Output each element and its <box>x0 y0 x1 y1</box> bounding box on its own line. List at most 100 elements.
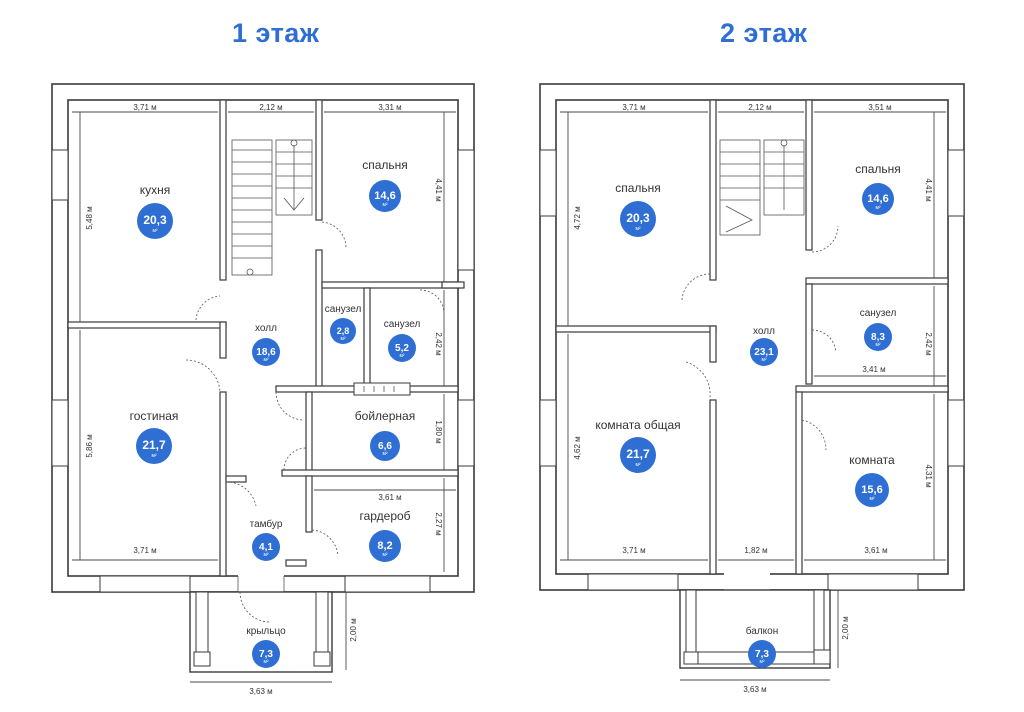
dim-1-bedroom-width: 3,31 м <box>378 103 401 112</box>
dim-1-kitchen-width: 3,71 м <box>133 103 156 112</box>
room-1-wc-badge <box>330 318 356 344</box>
room-1-bedroom-badge <box>369 180 401 212</box>
dim-2-bedroom-width: 3,71 м <box>622 103 645 112</box>
floor-1-plan: 3,71 м 2,12 м 3,31 м 5,48 м 4,41 м 2,42 … <box>51 83 475 696</box>
room-1-boiler-name: бойлерная <box>355 409 415 423</box>
room-1-bedroom-name: спальня <box>362 158 408 172</box>
room-1-wardrobe-unit: м² <box>382 552 387 558</box>
room-1-boiler-area: 6,6 <box>378 441 392 452</box>
floor-2-plan: 3,71 м 2,12 м 3,51 м 4,72 м 4,41 м 2,42 … <box>539 83 965 694</box>
room-2-bedroom2-unit: м² <box>875 205 880 211</box>
stairs-floor-1 <box>231 139 313 276</box>
dim-1-boiler-height: 1,80 м <box>434 420 443 443</box>
room-2-bedroom2-area: 14,6 <box>867 193 888 205</box>
room-1-vestibule-unit: м² <box>263 552 268 558</box>
room-1-hall-area: 18,6 <box>256 347 276 358</box>
room-1-kitchen-name: кухня <box>140 183 171 197</box>
room-1-porch-name: крыльцо <box>246 626 286 637</box>
room-2-bedroom-area: 20,3 <box>626 211 650 225</box>
room-1-wc-unit: м² <box>340 336 345 342</box>
room-2-balcony-name: балкон <box>746 625 778 637</box>
room-1-wc-name: санузел <box>325 304 362 315</box>
room-2-bath-name: санузел <box>860 308 897 319</box>
dim-1-bath-height: 2,42 м <box>434 332 443 355</box>
room-1-porch-unit: м² <box>263 659 268 665</box>
dim-2-balcony-width: 3,63 м <box>743 685 766 694</box>
room-2-bedroom-badge <box>620 201 656 237</box>
room-1-living-unit: м² <box>151 453 156 459</box>
dim-2-stairs-width: 2,12 м <box>748 103 771 112</box>
dim-2-balcony-depth: 2,00 м <box>841 616 850 639</box>
room-1-wardrobe-area: 8,2 <box>377 540 392 552</box>
dim-2-bath-width: 3,41 м <box>862 365 885 374</box>
room-1-kitchen-unit: м² <box>152 228 157 234</box>
room-1-hall-unit: м² <box>263 357 268 363</box>
room-2-hall-area: 23,1 <box>754 347 774 358</box>
room-1-kitchen-area: 20,3 <box>143 213 167 227</box>
dim-2-bedroom-height: 4,72 м <box>573 206 582 229</box>
dim-1-stairs-width: 2,12 м <box>259 103 282 112</box>
room-2-common-badge <box>620 437 656 473</box>
room-1-wc-area: 2,8 <box>337 326 350 336</box>
stairs-floor-2 <box>719 139 805 236</box>
dim-1-wardrobe-height: 2,27 м <box>434 512 443 535</box>
room-2-room-name: комната <box>849 453 895 467</box>
dim-2-bedroom2-height: 4,41 м <box>924 178 933 201</box>
dim-1-living-width: 3,71 м <box>133 546 156 555</box>
dim-2-common-height: 4,62 м <box>573 436 582 459</box>
room-1-boiler-unit: м² <box>382 451 387 457</box>
room-1-bath-area: 5,2 <box>395 343 409 354</box>
room-1-boiler-badge <box>370 431 400 461</box>
room-1-vestibule-name: тамбур <box>250 518 283 530</box>
room-2-hall-unit: м² <box>761 357 766 363</box>
room-1-porch-area: 7,3 <box>259 649 273 660</box>
room-2-hall-badge <box>750 338 778 366</box>
room-1-hall-name: холл <box>255 323 277 334</box>
dim-2-bath-height: 2,42 м <box>924 332 933 355</box>
room-1-living-area: 21,7 <box>142 438 166 452</box>
dim-2-hall-width: 1,82 м <box>744 546 767 555</box>
room-1-bath-unit: м² <box>399 353 404 359</box>
room-1-wardrobe-name: гардероб <box>359 509 410 523</box>
floor-1-title: 1 этаж <box>232 18 320 48</box>
dim-1-living-height: 5,86 м <box>85 434 94 457</box>
room-2-balcony-area: 7,3 <box>755 649 769 660</box>
room-1-kitchen-badge <box>137 203 173 239</box>
dim-2-common-width: 3,71 м <box>622 546 645 555</box>
room-1-wardrobe-badge <box>369 530 401 562</box>
room-2-bath-badge <box>864 323 892 351</box>
room-2-room-area: 15,6 <box>861 484 882 496</box>
room-1-bedroom-area: 14,6 <box>374 190 395 202</box>
room-1-porch-badge <box>252 640 280 668</box>
dim-2-bedroom2-width: 3,51 м <box>868 103 891 112</box>
room-2-common-area: 21,7 <box>626 447 650 461</box>
room-2-bedroom2-badge <box>862 183 894 215</box>
dim-1-bedroom-height: 4,41 м <box>434 178 443 201</box>
dim-2-room-height: 4,31 м <box>924 464 933 487</box>
room-2-balcony-unit: м² <box>759 659 764 665</box>
room-1-hall-badge <box>252 338 280 366</box>
dim-1-wardrobe-width: 3,61 м <box>378 493 401 502</box>
dim-1-porch-width: 3,63 м <box>249 687 272 696</box>
room-2-common-name: комната общая <box>595 418 680 432</box>
room-2-hall-name: холл <box>753 326 775 337</box>
room-1-living-name: гостиная <box>130 409 179 423</box>
floor-2-title: 2 этаж <box>720 18 808 48</box>
dim-1-kitchen-height: 5,48 м <box>85 206 94 229</box>
room-2-bedroom-unit: м² <box>635 226 640 232</box>
dim-2-room-width: 3,61 м <box>864 546 887 555</box>
room-1-vestibule-badge <box>252 533 280 561</box>
room-1-bedroom-unit: м² <box>382 202 387 208</box>
dim-1-porch-depth: 2,00 м <box>349 618 358 641</box>
room-2-room-unit: м² <box>869 496 874 502</box>
room-1-vestibule-area: 4,1 <box>259 542 273 553</box>
room-2-room-badge <box>855 473 889 507</box>
room-2-common-unit: м² <box>635 462 640 468</box>
room-2-balcony-badge <box>748 640 776 668</box>
room-1-bath-badge <box>388 334 416 362</box>
room-2-bedroom-name: спальня <box>615 181 661 195</box>
room-1-living-badge <box>136 428 172 464</box>
room-1-bath-name: санузел <box>384 319 421 330</box>
room-2-bath-area: 8,3 <box>871 332 885 343</box>
